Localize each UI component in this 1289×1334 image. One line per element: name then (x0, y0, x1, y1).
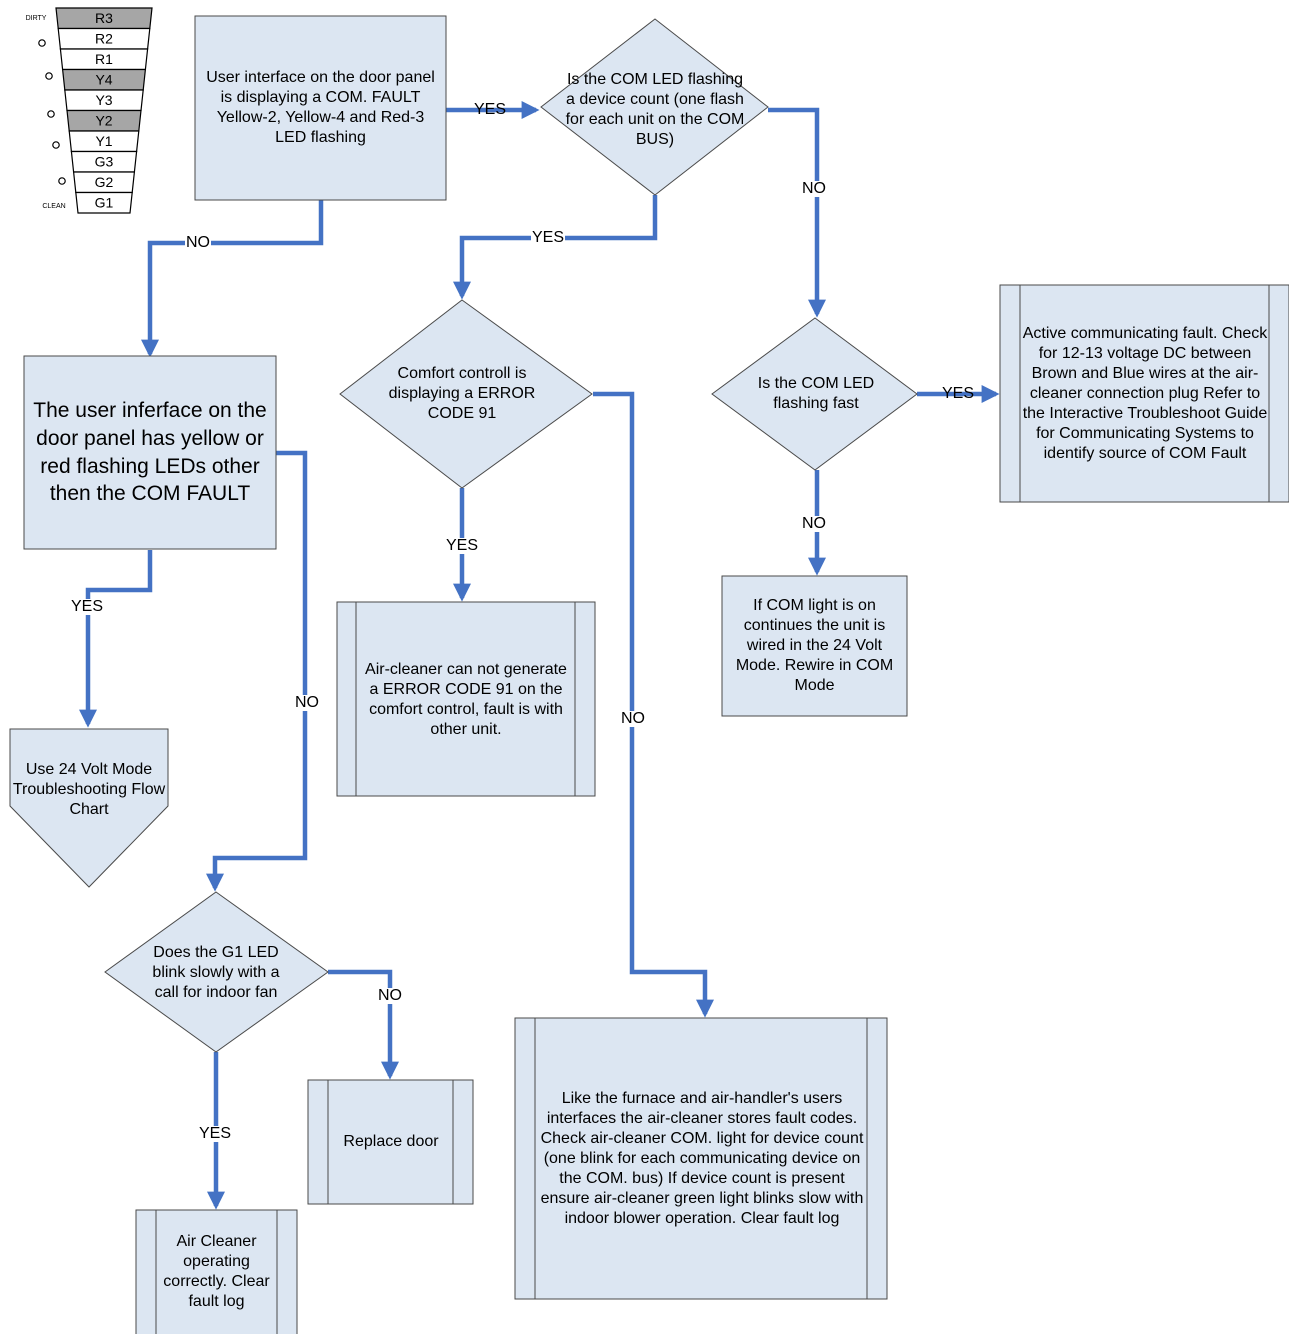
led-label-g2: G2 (95, 174, 114, 190)
cannot-generate-subprocess (336, 601, 596, 797)
com-light-on-process-box (721, 575, 908, 717)
start-text: User interface on the door panel is disp… (206, 69, 435, 146)
connector-count-to-fast (768, 107, 826, 318)
led-label-y4: Y4 (95, 72, 112, 88)
use-24-volt-text: Use 24 Volt Mode Troubleshooting Flow Ch… (12, 761, 166, 818)
edge-label-error-no: NO (620, 710, 646, 727)
led-label-y2: Y2 (95, 113, 112, 129)
operating-correctly-text: Air Cleaner operating correctly. Clear f… (163, 1233, 270, 1310)
connector-other-to-24volt (79, 550, 153, 728)
edge-label-fast-yes: YES (942, 385, 975, 402)
com-led-fast-text: Is the COM LED flashing fast (757, 375, 875, 412)
connector-error-to-stores-path (593, 391, 714, 1018)
edge-label-other-yes: YES (70, 598, 105, 615)
other-leds-text: The user inferface on the door panel has… (33, 399, 267, 506)
led-label-r2: R2 (95, 31, 113, 47)
com-led-count-decision (540, 18, 769, 196)
led-label-r1: R1 (95, 51, 113, 67)
active-fault-subprocess (999, 284, 1289, 503)
led-indicator-circle (58, 177, 66, 185)
operating-correctly-subprocess (135, 1209, 298, 1334)
g1-blink-decision (104, 891, 329, 1053)
led-label-y1: Y1 (95, 133, 112, 149)
use-24-volt-offpage-connector (9, 728, 169, 888)
edge-label-other-no: NO (294, 694, 320, 711)
connector-start-to-other (141, 200, 324, 358)
edge-label-error-yes: YES (445, 537, 480, 554)
error-code-91-text: Comfort controll is displaying a ERROR C… (388, 365, 536, 422)
error-code-91-decision (339, 299, 593, 489)
connector-other-to-g1 (206, 450, 308, 892)
start-process-box (194, 15, 447, 201)
other-leds-process-box (23, 355, 277, 550)
led-label-g3: G3 (95, 154, 114, 170)
stores-fault-codes-subprocess (514, 1017, 888, 1300)
com-light-on-text: If COM light is on continues the unit is… (735, 597, 894, 694)
g1-blink-text: Does the G1 LED blink slowly with a call… (152, 944, 280, 1001)
cannot-generate-text: Air-cleaner can not generate a ERROR COD… (365, 661, 567, 738)
led-label-r3: R3 (95, 10, 113, 26)
connector-g1-to-replace (328, 969, 399, 1080)
edge-label-start-no: NO (185, 234, 211, 251)
replace-door-subprocess (307, 1079, 474, 1205)
edge-label-start-yes: YES (474, 101, 507, 118)
led-segment-g1 (75, 191, 133, 214)
led-label-y3: Y3 (95, 92, 112, 108)
com-led-count-text: Is the COM LED flashing a device count (… (565, 70, 745, 148)
led-indicator-circle (45, 72, 53, 80)
stores-fault-codes-text: Like the furnace and air-handler's users… (540, 1090, 864, 1227)
led-indicator-circle (38, 39, 46, 47)
edge-label-g1-yes: YES (198, 1125, 233, 1142)
led-indicator-circle (52, 141, 60, 149)
edge-label-count-yes: YES (531, 229, 566, 246)
led-dirty-label: DIRTY (26, 15, 47, 22)
active-fault-text: Active communicating fault. Check for 12… (1022, 324, 1268, 462)
com-led-fast-decision (711, 317, 918, 471)
edge-label-g1-no: NO (377, 987, 403, 1004)
edge-label-fast-no: NO (801, 515, 827, 532)
led-indicator-circle (47, 110, 55, 118)
led-label-g1: G1 (95, 195, 114, 211)
led-clean-label: CLEAN (42, 203, 65, 210)
replace-door-text: Replace door (343, 1133, 439, 1150)
edge-label-count-no: NO (801, 180, 827, 197)
